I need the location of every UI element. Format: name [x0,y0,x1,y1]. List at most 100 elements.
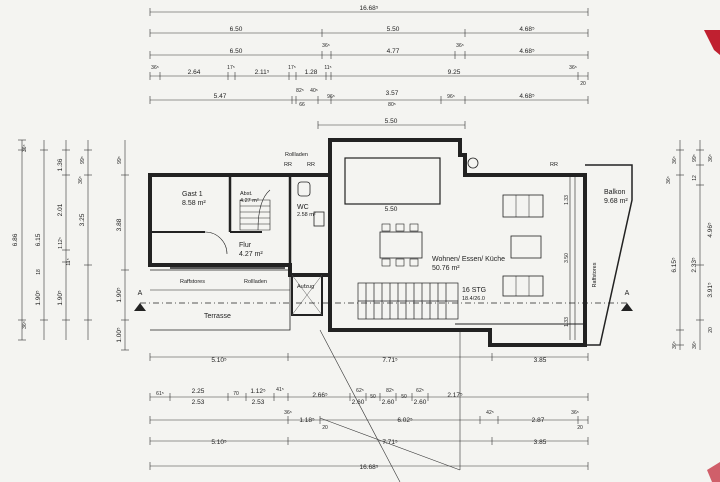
staircase [357,282,459,320]
dim-bot-r3-1: 6.02⁵ [397,417,413,424]
label-rr-1: RR [284,162,292,168]
section-label-left: A [138,290,143,297]
room-balkon-area: 9.68 m² [604,198,628,205]
dim-top-r2-c: 4.68⁵ [519,26,535,33]
room-flur-area: 4.27 m² [239,251,263,258]
dim-top-r4-sup-d: 11⁵ [324,65,331,71]
dim-right-10: 36⁵ [692,341,698,349]
right-dimension-labels: 36⁵ 99⁵ 36⁵ 12 36⁵ 3.91⁵ 6.15⁵ 2.33⁵ 4.9… [666,154,714,349]
dim-right-9: 36⁵ [672,341,678,349]
label-raffstores-right: Raffstores [592,262,598,287]
dim-left-10: 18 [36,269,42,275]
dim-right-0: 36⁵ [672,156,678,164]
dim-bot-r3-0: 1.18⁵ [299,417,315,424]
balcony-outline [585,164,633,346]
room-wohnen-name: Wohnen/ Essen/ Küche [432,256,505,263]
dim-bot-r2-sup-11: 2.17⁵ [447,392,463,399]
living-outer-wall [328,138,587,347]
door-swing [204,231,228,255]
section-arrow-left-icon [134,303,146,311]
dim-total-bottom: 16.68⁵ [360,464,379,471]
dim-left-17: 99⁵ [117,156,123,164]
elevator-shaft [291,274,323,316]
dim-top-r4-sup-b: 17⁵ [227,65,235,71]
dim-left-2: 6.15 [35,233,42,246]
dim-left-12: 1.90⁵ [57,290,64,306]
dim-top-r3-b: 4.77 [387,48,400,55]
dining-table [379,231,423,259]
label-dim-350: 3.50 [564,253,570,263]
dim-top-r4-a: 2.64 [188,69,201,76]
dim-bot-r3-sup-2: 36⁵ [571,410,579,416]
dim-top-r2-a: 6.50 [230,26,243,33]
dim-right-11: 20 [708,327,714,333]
label-kitchen-width: 5.50 [385,206,398,213]
dim-bot-r2-sub-4: 2.60 [414,399,427,406]
dim-top-r4-c: 1.28 [305,69,318,76]
section-label-right: A [625,290,630,297]
sink [313,211,325,227]
dim-top-r5-b: 3.57 [386,90,399,97]
dim-left-3: 1.36 [57,158,64,171]
label-rollladen-top-left: Rollladen [285,152,308,158]
dim-left-15: 1.90⁵ [116,287,123,303]
dim-bot-r1-c: 3.85 [534,357,547,364]
dim-top-r4-sup-a: 36⁵ [151,65,159,71]
dim-bot-r3-sub-0: 20 [322,425,328,431]
building-walls [148,138,633,347]
dim-bot-r2-sup-10: 62⁵ [416,388,424,394]
dim-bot-r2-sup-1: 2.25 [192,388,205,395]
label-stg: 16 STG [462,287,486,294]
dim-top-r5-c: 4.68⁵ [519,93,535,100]
dim-right-2: 36⁵ [666,176,672,184]
top-dimension-lines [149,8,589,129]
dim-left-13: 36⁵ [22,321,28,329]
dim-right-6: 6.15⁵ [671,257,678,273]
dim-left-8: 11⁵ [66,258,72,265]
dim-bot-r2-sup-3: 1.12⁵ [250,388,266,395]
dim-top-r4-sup-e: 36⁵ [569,65,577,71]
dim-top-r4-sup-c: 17⁵ [288,65,296,71]
sofa-top [502,194,544,218]
dim-top-r3-a: 6.50 [230,48,243,55]
red-corner-mark [704,30,720,55]
dim-top-r5-sub-a: 66 [299,102,305,108]
dim-bot-r3-sup-0: 36⁵ [284,410,292,416]
dim-left-0: 36⁵ [22,144,28,152]
dim-right-4: 36⁵ [708,154,714,162]
dim-top-r5-sup-d: 96⁵ [447,94,455,100]
dim-top-r5-sup-c: 96⁵ [327,94,335,100]
dim-right-7: 2.33⁵ [691,257,698,273]
sofa-bottom [502,275,544,297]
dim-left-11: 1.90⁵ [35,290,42,306]
dim-bot-r4-2: 3.85 [534,439,547,446]
room-wc-area: 2.58 m² [297,212,316,218]
dim-bot-r2-sup-0: 61⁵ [156,391,164,397]
dim-bot-r1-b: 7.71⁵ [382,357,398,364]
dim-top-r5-sup-b: 40⁵ [310,88,318,94]
room-wc-name: WC [297,204,309,211]
dim-top-r4-sub: 20 [580,81,586,87]
dim-bot-r1-a: 5.10⁵ [211,357,227,364]
stair-small [239,189,271,231]
coffee-table [510,235,542,259]
terrace-outline [150,269,291,331]
room-gast-area: 8.58 m² [182,200,206,207]
dim-top-r5-sub-b: 80⁵ [388,102,396,108]
dim-bot-r3-sub-1: 20 [577,425,583,431]
dim-top-r3-sup-a: 36⁵ [322,43,330,49]
label-rr-2: RR [307,162,315,168]
left-dimension-labels: 36⁵ 6.86 6.15 1.36 36⁵ 2.01 3.25 99⁵ 11⁵… [12,144,123,342]
dim-left-14: 3.88 [116,218,123,231]
dim-total-top: 16.68⁵ [360,5,379,12]
dim-left-16: 1.00⁵ [116,327,123,343]
dim-left-6: 3.25 [79,213,86,226]
dim-left-4: 36⁵ [78,176,84,184]
section-arrow-right-icon [621,303,633,311]
dim-bot-r2-sub-1: 2.53 [252,399,265,406]
dim-right-5: 3.91⁵ [707,282,714,298]
label-stg-ratio: 18.4/26.0 [462,296,485,302]
dim-top-r5-sup-a: 82⁵ [296,88,304,94]
chimney-icon [467,157,479,169]
